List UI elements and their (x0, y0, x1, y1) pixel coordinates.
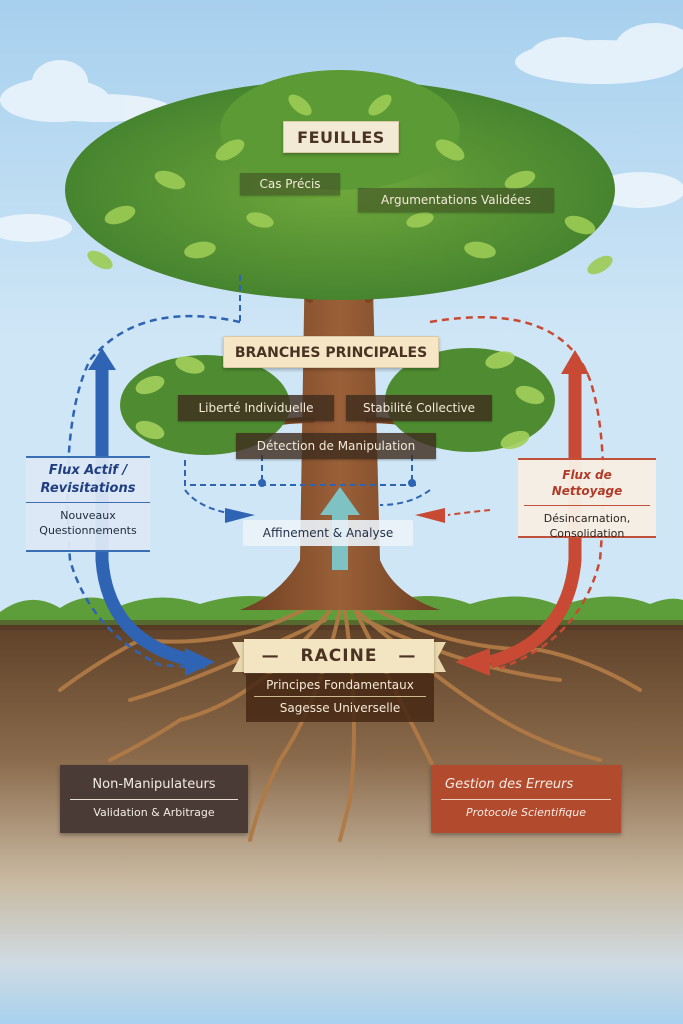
non-manipulateurs-card: Non-Manipulateurs Validation & Arbitrage (60, 765, 248, 833)
arrow-red-small (415, 508, 445, 523)
cleanup-flow-arrow (488, 372, 582, 669)
branch-item-detection: Détection de Manipulation (236, 433, 436, 459)
gestion-erreurs-subtitle: Protocole Scientifique (465, 806, 587, 819)
racine-item-sagesse: Sagesse Universelle (279, 701, 401, 715)
racine-title: RACINE (300, 646, 378, 666)
racine-banner-tail-right (432, 642, 446, 672)
branch-item-liberte: Liberté Individuelle (178, 395, 334, 421)
racine-body: Principes Fondamentaux Sagesse Universel… (246, 674, 434, 722)
cleanup-flow-dashed (429, 316, 605, 670)
branches-title: BRANCHES PRINCIPALES (223, 336, 439, 368)
active-flow-dashed (66, 314, 241, 670)
flux-nettoyage-subtitle: Désincarnation, Consolidation (543, 512, 631, 540)
racine-banner: — RACINE — (244, 639, 434, 673)
racine-decor-right: — (398, 646, 417, 666)
non-manipulateurs-subtitle: Validation & Arbitrage (93, 806, 215, 819)
dashed-connectors (184, 275, 431, 516)
active-flow-arrow (95, 368, 192, 667)
cloud-right (515, 23, 683, 208)
tree-trunk (240, 250, 440, 610)
gestion-erreurs-title: Gestion des Erreurs (441, 765, 611, 800)
gestion-erreurs-card: Gestion des Erreurs Protocole Scientifiq… (431, 765, 621, 833)
racine-decor-left: — (261, 646, 280, 666)
feuilles-item-argumentations: Argumentations Validées (358, 188, 554, 212)
trunk-label: Affinement & Analyse (243, 520, 413, 546)
feuilles-item-cas-precis: Cas Précis (240, 173, 340, 195)
racine-item-principes: Principes Fondamentaux (254, 674, 426, 697)
cloud-left (0, 60, 170, 242)
flux-actif-card: Flux Actif / Revisitations Nouveaux Ques… (26, 456, 150, 552)
feuilles-title: FEUILLES (283, 121, 399, 153)
flux-actif-subtitle: Nouveaux Questionnements (39, 509, 137, 537)
branch-item-stabilite: Stabilité Collective (346, 395, 492, 421)
flux-actif-title: Flux Actif / Revisitations (26, 458, 150, 503)
flux-nettoyage-title: Flux de Nettoyage (524, 460, 650, 506)
leaves-upper (87, 94, 613, 275)
arrow-blue-small (225, 508, 255, 523)
flux-nettoyage-card: Flux de Nettoyage Désincarnation, Consol… (518, 458, 656, 540)
non-manipulateurs-title: Non-Manipulateurs (70, 765, 238, 800)
